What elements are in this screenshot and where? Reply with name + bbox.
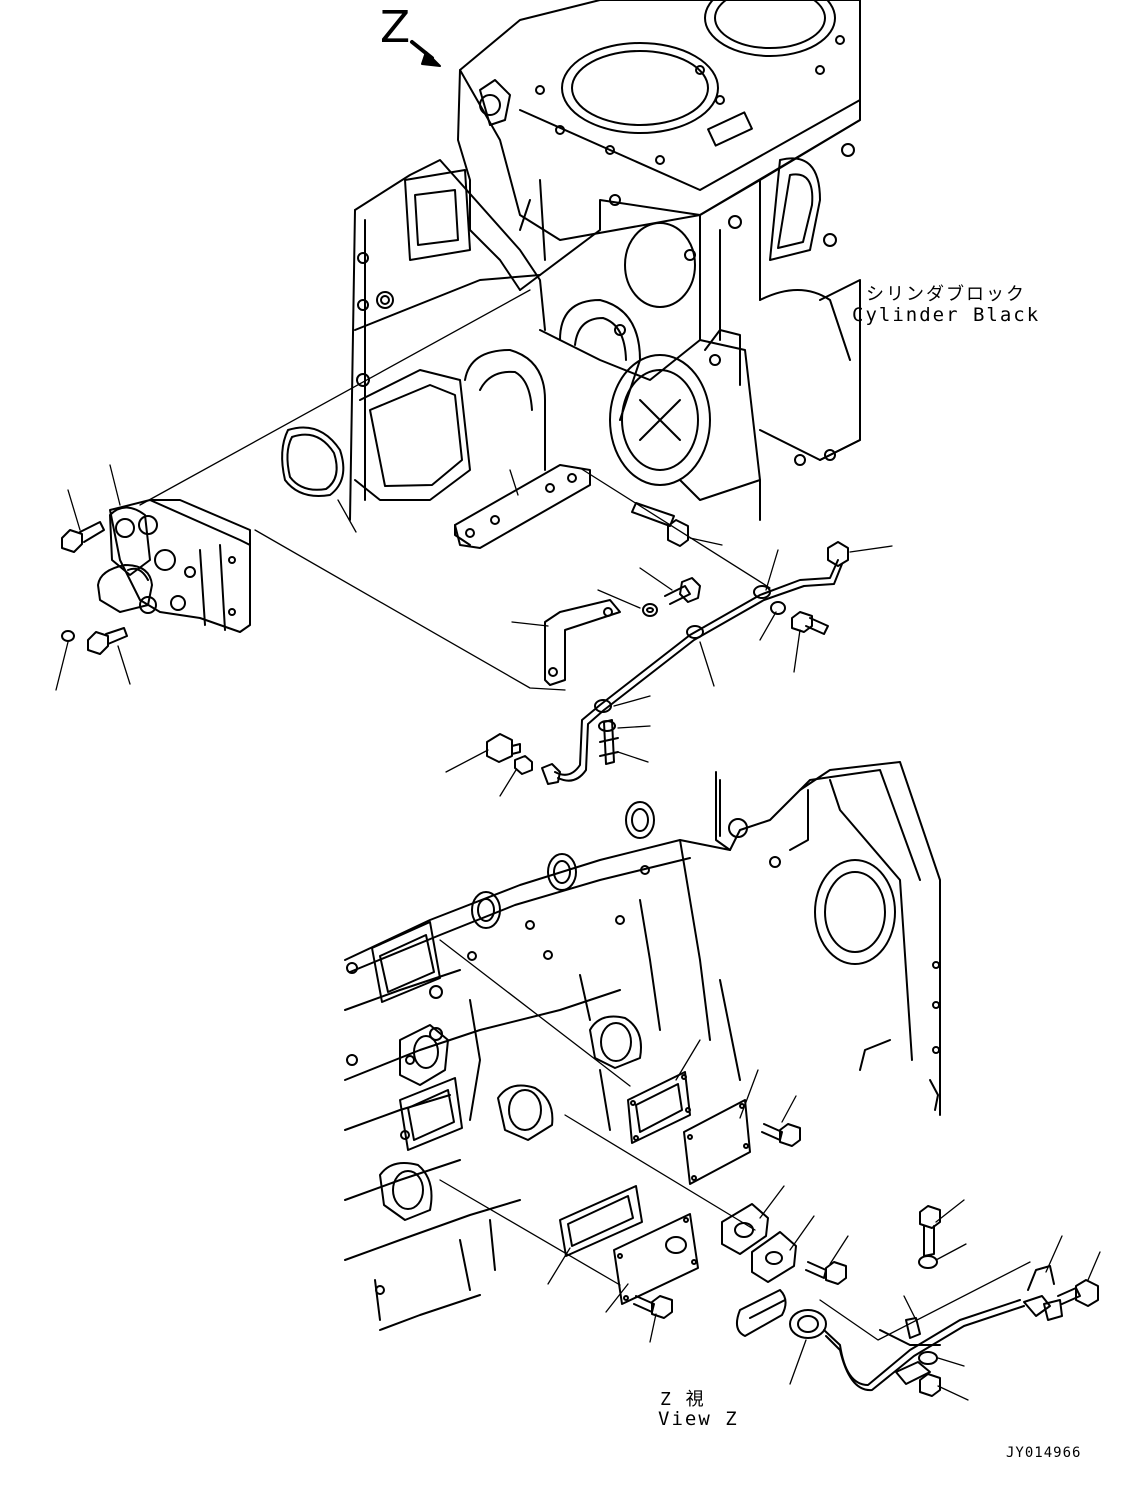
o-ring-icon [61,630,75,642]
washer-icon [918,1255,938,1269]
bolt-icon [61,521,105,553]
cylinder-block-label-jp: シリンダブロック [866,284,1026,305]
flange-gasket-icon [721,1203,769,1255]
cylinder-block-upper [349,0,861,521]
cylinder-block-label-en: Cylinder Black [852,304,1041,326]
leader-lines [55,464,893,797]
bolt-icon [87,627,128,655]
washer-icon [598,720,616,732]
view-z-label-en: View Z [658,1408,739,1430]
leader-lines [547,1039,1101,1401]
oil-cooler-housing [97,499,251,633]
fitting-icon [514,755,533,775]
bolt-icon [1057,1279,1099,1307]
bolt-icon [805,1261,847,1285]
washer-icon [770,601,786,615]
bolt-icon [633,1295,673,1319]
washer-icon [918,1351,938,1365]
clip-icon [895,1361,931,1385]
oil-pipe [541,541,849,785]
cover-plate [613,1213,699,1305]
bracket-plate [454,464,591,549]
gasket-icon [559,1185,643,1257]
bolt-icon [791,611,829,635]
fitting-icon [486,733,521,763]
bolt-icon [761,1123,801,1147]
wire-harness [823,1295,1063,1392]
bolt-icon [919,1205,941,1257]
angle-bracket [544,599,621,686]
clip-icon [905,1317,921,1339]
flange-icon [751,1231,797,1283]
view-z-label-jp: Z 視 [660,1389,706,1410]
bolt-icon [631,502,689,547]
gasket-icon [627,1071,691,1144]
view-z-marker: Z [380,2,411,53]
clip-icon [1027,1265,1055,1291]
bolt-icon [919,1373,941,1397]
washer-icon [642,603,658,617]
cylinder-block-lower [344,761,941,1331]
drawing-id: JY014966 [1006,1445,1082,1461]
view-arrow-icon [410,40,441,67]
gasket-icon [281,426,345,497]
sensor-icon [735,1289,827,1339]
bolt-icon [664,577,701,605]
cover-plate [683,1099,751,1185]
